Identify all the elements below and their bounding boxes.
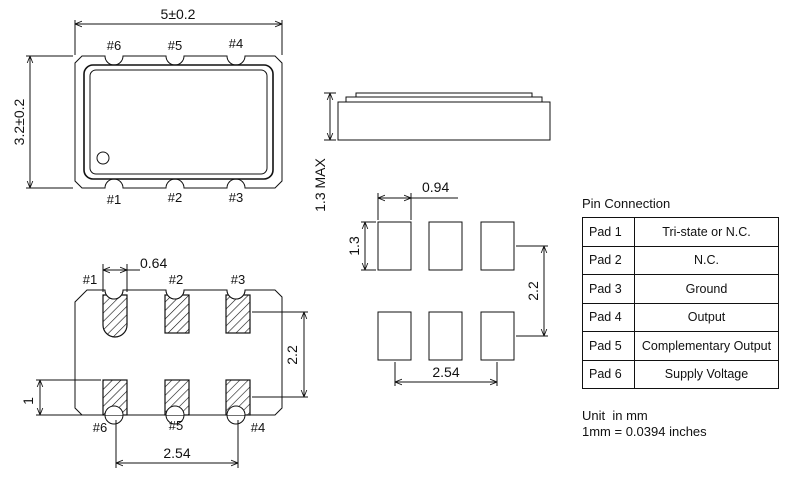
- top-lid-outer: [83, 64, 274, 180]
- top-pin-label: #3: [229, 190, 243, 205]
- land-pad: [480, 221, 515, 271]
- units-note: Unit in mm 1mm = 0.0394 inches: [582, 408, 707, 440]
- table-row: Pad 3 Ground: [582, 274, 779, 304]
- bottom-pad-1: [102, 294, 128, 338]
- pin-connection-table: Pad 1 Tri-state or N.C. Pad 2 N.C. Pad 3…: [582, 217, 779, 389]
- top-height-dim: 3.2±0.2: [11, 98, 27, 145]
- desc-cell: Tri-state or N.C.: [634, 217, 779, 247]
- pad-cell: Pad 1: [582, 217, 635, 247]
- bottom-pin-label: #3: [231, 272, 245, 287]
- top-pin-label: #6: [107, 38, 121, 53]
- land-pattern: 0.94 1.3 2.2 2.54: [346, 179, 548, 386]
- land-pad: [480, 311, 515, 361]
- pin-connection-section: Pin Connection Pad 1 Tri-state or N.C. P…: [582, 196, 779, 389]
- top-width-dim: 5±0.2: [161, 6, 196, 22]
- pad-cell: Pad 5: [582, 331, 635, 361]
- pad-cell: Pad 6: [582, 359, 635, 389]
- table-row: Pad 4 Output: [582, 302, 779, 332]
- table-row: Pad 6 Supply Voltage: [582, 359, 779, 389]
- side-body: [337, 101, 551, 141]
- bottom-row-pitch-dim: 2.2: [284, 345, 300, 365]
- bottom-pad-2: [164, 294, 190, 334]
- side-lid-upper: [355, 92, 533, 98]
- desc-cell: N.C.: [634, 245, 779, 275]
- bottom-pad-3: [225, 294, 251, 334]
- top-pin-label: #4: [229, 36, 243, 51]
- pin1-marker-dot: [96, 151, 110, 165]
- land-pad: [428, 311, 463, 361]
- pin-connection-title: Pin Connection: [582, 196, 671, 211]
- table-row: Pad 1 Tri-state or N.C.: [582, 217, 779, 247]
- desc-cell: Complementary Output: [634, 331, 779, 361]
- land-pad: [377, 311, 412, 361]
- units-line: 1mm = 0.0394 inches: [582, 424, 707, 439]
- top-package-outline: [74, 55, 283, 189]
- bottom-pin-label: #1: [83, 272, 97, 287]
- bottom-pin-label: #4: [251, 420, 265, 435]
- top-pin-label: #1: [107, 192, 121, 207]
- desc-cell: Ground: [634, 274, 779, 304]
- land-pitch-dim: 2.54: [432, 364, 459, 380]
- top-view: 5±0.2 3.2±0.2 #6 #5 #4 #1 #2 #3: [11, 6, 283, 207]
- side-height-dim: 1.3 MAX: [312, 158, 328, 212]
- side-lid-lower: [345, 96, 543, 103]
- bottom-pitch-dim: 2.54: [163, 445, 190, 461]
- bottom-view: 0.64 2.2 1 2.54 #1 #2 #3 #6 #5 #4: [20, 255, 308, 468]
- table-row: Pad 2 N.C.: [582, 245, 779, 275]
- desc-cell: Output: [634, 302, 779, 332]
- land-pad: [428, 221, 463, 271]
- land-pad-width-dim: 0.94: [422, 179, 449, 195]
- units-line: Unit in mm: [582, 408, 648, 423]
- land-pad-height-dim: 1.3: [346, 236, 362, 256]
- land-pad: [377, 221, 412, 271]
- desc-cell: Supply Voltage: [634, 359, 779, 389]
- bottom-pin-label: #6: [93, 420, 107, 435]
- pad-cell: Pad 3: [582, 274, 635, 304]
- bottom-pin-label: #5: [169, 418, 183, 433]
- pad-cell: Pad 4: [582, 302, 635, 332]
- pad-cell: Pad 2: [582, 245, 635, 275]
- top-lid-inner: [89, 69, 268, 175]
- table-row: Pad 5 Complementary Output: [582, 331, 779, 361]
- bottom-pad-width-dim: 0.64: [140, 255, 167, 271]
- top-pin-label: #2: [168, 190, 182, 205]
- bottom-pad-height-dim: 1: [20, 397, 36, 405]
- side-view: 1.3 MAX: [312, 92, 551, 212]
- bottom-pin-label: #2: [169, 272, 183, 287]
- land-row-pitch-dim: 2.2: [525, 281, 541, 301]
- top-pin-label: #5: [168, 38, 182, 53]
